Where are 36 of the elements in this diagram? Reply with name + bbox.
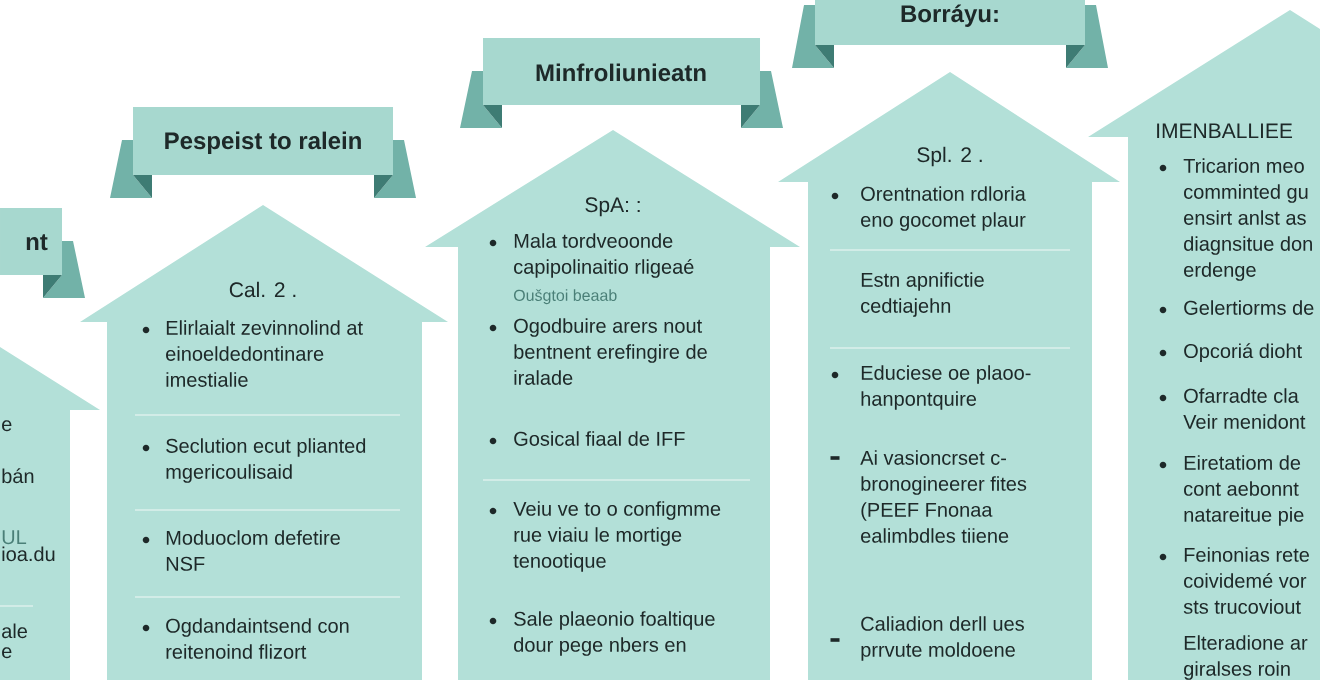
ribbon-banner: Borráyu:	[792, 0, 1108, 68]
list-item: Sale plaeonio foaltique dour pege nbers en	[514, 611, 715, 656]
list-item: bán	[2, 468, 34, 484]
panel-title: Cal. 2 .	[229, 281, 296, 298]
ribbon-banner: Pespeist to ralein	[110, 107, 416, 198]
list-item: Elteradione ar giralses roin	[1184, 635, 1308, 680]
list-item: ale	[2, 623, 27, 639]
panel-title: Spl. 2 .	[917, 146, 982, 167]
list-item: Eiretatiom de cont aebonnt natareitue pie	[1184, 455, 1304, 526]
faded-text: UL	[2, 530, 27, 545]
list-item: Caliadion derll ues prrvute moldoene	[861, 616, 1024, 661]
list-item: Ogdandaintsend con reitenoind flizort	[166, 618, 349, 659]
list-item: Gelertiorms de	[1184, 300, 1314, 315]
list-item: Seclution ecut plianted mgericoulisaid	[166, 438, 366, 483]
list-item: Estn apnifictie cedtiajehn	[861, 272, 984, 317]
ribbon-banner: nt	[0, 208, 85, 298]
list-item: e	[2, 420, 12, 432]
ribbon-banner: Minfroliunieatn	[460, 38, 783, 128]
list-item: Elirlaialt zevinnolind at einoeldedontinare imestialie	[166, 320, 363, 387]
list-item: Orentnation rdloria eno gocomet plaur	[861, 186, 1026, 231]
list-item: Ogodbuire arers nout bentnent erefingire de iralade	[514, 318, 707, 385]
list-item: Opcoriá dioht	[1184, 343, 1302, 363]
faded-text: Oušgtoi beaab	[513, 289, 617, 305]
list-item: Tricarion meo comminted gu ensirt anlst as diagnsitue don erdenge	[1183, 158, 1312, 281]
list-item: Educiese oe plaoo- hanpontquire	[861, 365, 1031, 410]
list-item: Veiu ve to o configmme rue viaiu le mortige tenootique	[513, 501, 721, 572]
list-item: Moduoclom defetire NSF	[166, 530, 340, 571]
list-item: Ai vasioncrset c- bronogineerer fites (PEEF Fnonaa ealimbdles tiiene	[860, 450, 1027, 543]
panel-title: IMENBALLIEE	[1157, 123, 1292, 138]
list-item: Gosical fiaal de IFF	[514, 431, 685, 446]
panel-title: SpA: :	[585, 197, 640, 217]
list-item: Feinonias rete coividemé vor sts trucoviout	[1183, 547, 1309, 614]
list-item: ioa.du	[2, 546, 55, 562]
list-item: Ofarradte cla Veir menidont	[1183, 388, 1306, 429]
list-item: e	[2, 647, 12, 659]
list-item: Mala tordveoonde capipolinaitio rligeaé	[514, 233, 694, 278]
